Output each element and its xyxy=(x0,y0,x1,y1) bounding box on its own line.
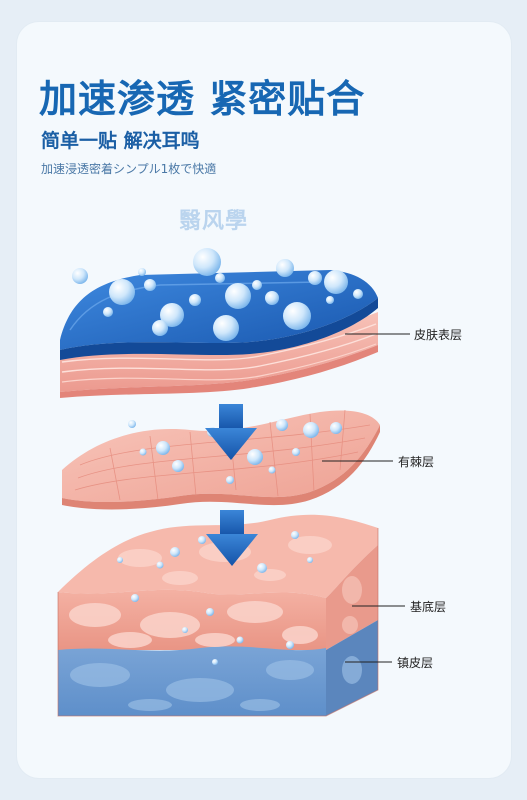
patch-layer xyxy=(60,270,378,360)
label-spinous: 有棘层 xyxy=(398,455,435,469)
brand-watermark: 翳风學 xyxy=(179,209,249,234)
subheadline: 简单一贴 解决耳鸣 xyxy=(41,130,200,152)
down-arrow-upper xyxy=(205,404,257,460)
label-basal: 基底层 xyxy=(410,600,447,614)
top-bubbles xyxy=(72,248,363,341)
label-epidermis: 皮肤表层 xyxy=(414,328,463,342)
basal-block xyxy=(57,514,379,717)
label-lucid: 镇皮层 xyxy=(397,656,434,670)
down-arrow-lower xyxy=(206,510,258,566)
spinous-layer xyxy=(62,409,380,510)
headline: 加速渗透 紧密贴合 xyxy=(39,77,366,121)
japanese-tagline: 加速浸透密着シンプル1枚で快適 xyxy=(41,162,217,176)
